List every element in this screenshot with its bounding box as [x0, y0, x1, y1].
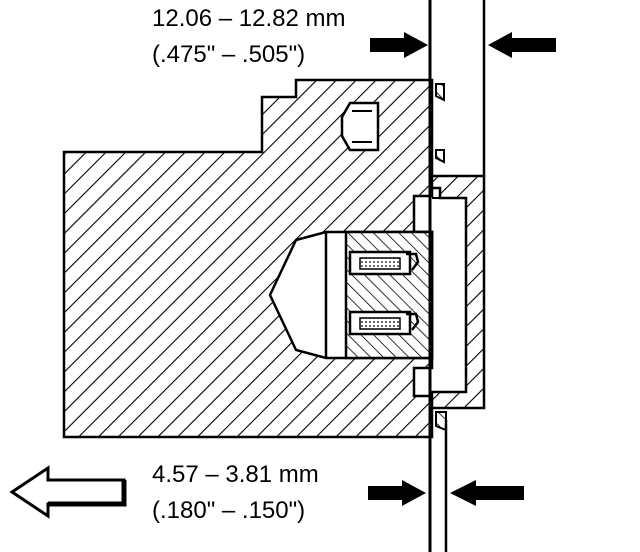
bolt-recess: [340, 101, 380, 152]
flange-notch: [435, 149, 445, 164]
flange-notch: [435, 83, 445, 102]
top-dimension-metric: 12.06 – 12.82 mm: [152, 5, 345, 32]
lower-seal-element: [348, 310, 420, 336]
top-dimension-imperial: (.475" – .505"): [152, 41, 305, 68]
dimension-arrow-icon: [450, 480, 524, 506]
upper-seal-element: [348, 250, 420, 276]
dimension-arrow-icon: [368, 480, 426, 506]
arrow-shadow: [48, 480, 127, 507]
retaining-cap: [430, 174, 486, 410]
left-arrow-icon: [9, 465, 126, 519]
bottom-dimension-metric: 4.57 – 3.81 mm: [152, 461, 319, 488]
bottom-dimension-imperial: (.180" – .150"): [152, 497, 305, 524]
dimension-arrow-icon: [370, 32, 428, 58]
dimension-arrow-icon: [488, 32, 556, 58]
flange-notch: [435, 411, 447, 432]
